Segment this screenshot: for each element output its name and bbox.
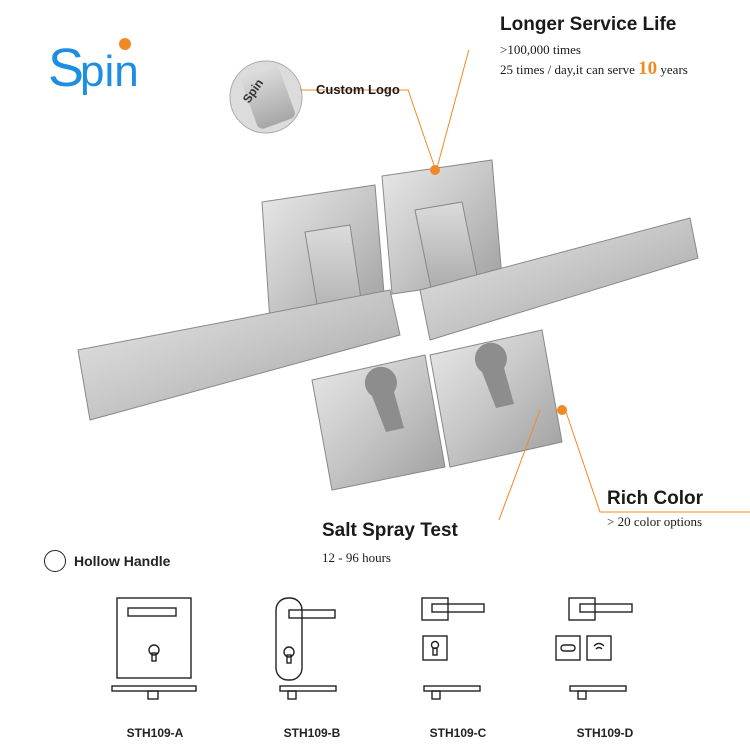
salt-spray-detail: 12 - 96 hours	[322, 550, 391, 565]
model-label-b: STH109-B	[283, 726, 341, 740]
rich-color-detail: > 20 color options	[607, 514, 703, 529]
svg-text:S: S	[48, 38, 84, 98]
service-life-years: 10	[638, 58, 658, 79]
product-photo	[77, 50, 750, 520]
svg-text:pin: pin	[80, 47, 139, 96]
diagram-sth109-b	[275, 597, 337, 700]
model-label-c: STH109-C	[429, 726, 487, 740]
rich-color-title: Rich Color	[607, 488, 704, 509]
escutcheon-right	[429, 329, 563, 468]
diagram-sth109-c	[421, 597, 485, 700]
escutcheon-left	[311, 354, 446, 491]
custom-logo-label: Custom Logo	[316, 82, 400, 97]
hollow-handle-icon	[44, 550, 66, 572]
model-diagrams	[111, 597, 633, 700]
service-life-line2: 25 times / day,it can serve 10 years	[500, 58, 688, 80]
salt-spray-title: Salt Spray Test	[322, 520, 458, 541]
service-life-line2-prefix: 25 times / day,it can serve	[500, 62, 635, 77]
service-life-title: Longer Service Life	[500, 14, 677, 35]
model-label-a: STH109-A	[126, 726, 184, 740]
service-life-suffix: years	[660, 62, 688, 77]
diagram-sth109-a	[111, 597, 197, 700]
logo-inset	[229, 60, 303, 134]
legend-label: Hollow Handle	[74, 553, 171, 569]
legend: Hollow Handle	[44, 550, 170, 572]
service-life-line1: >100,000 times	[500, 42, 581, 57]
model-label-d: STH109-D	[576, 726, 634, 740]
brand-logo: S pin	[48, 38, 139, 98]
diagram-sth109-d	[555, 597, 633, 700]
